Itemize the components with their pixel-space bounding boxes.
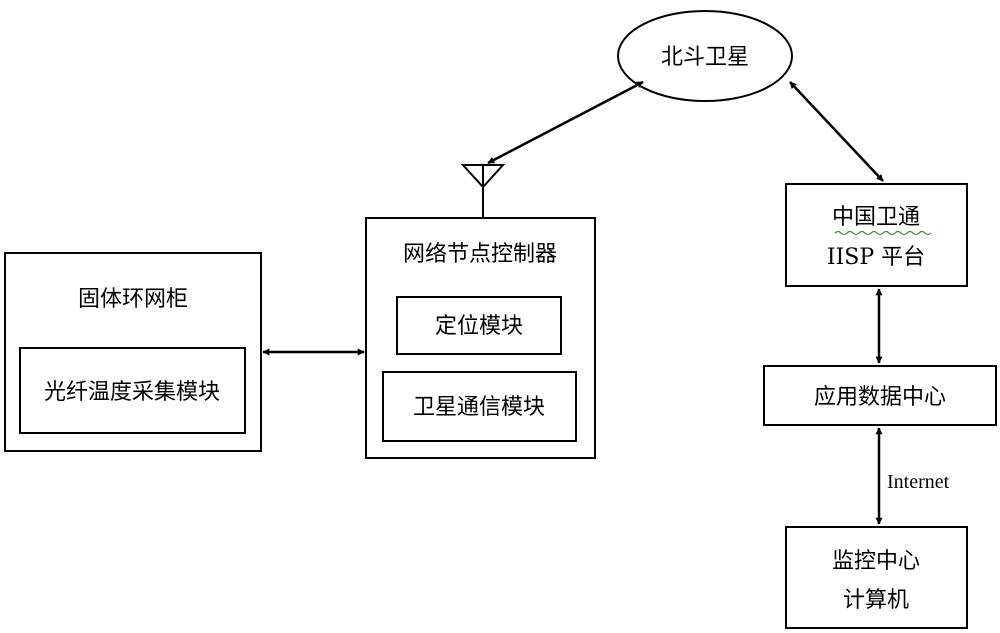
ring-cabinet-title: 固体环网柜	[78, 287, 188, 312]
arrow-beidou-platform	[789, 81, 884, 182]
beidou-ellipse	[617, 10, 793, 102]
controller-title: 网络节点控制器	[403, 242, 557, 267]
isp-platform-line1: 中国卫通	[832, 205, 920, 230]
monitor-node: 监控中心 计算机	[785, 526, 968, 629]
data-center-box	[763, 365, 997, 426]
data-center-label: 应用数据中心	[814, 385, 946, 410]
isp-platform-line2: IISP 平台	[827, 245, 925, 270]
monitor-box	[785, 526, 968, 629]
spellcheck-underline	[834, 230, 932, 236]
monitor-line2: 计算机	[843, 588, 909, 613]
beidou-label: 北斗卫星	[661, 45, 749, 70]
satcom-module-label: 卫星通信模块	[413, 395, 545, 420]
positioning-module-box	[396, 296, 562, 355]
isp-platform-node: 中国卫通 IISP 平台	[785, 183, 968, 287]
fiber-temp-module-label: 光纤温度采集模块	[44, 380, 220, 405]
antenna-icon	[460, 164, 506, 218]
monitor-line1: 监控中心	[832, 549, 920, 574]
controller-node: 网络节点控制器 定位模块 卫星通信模块	[365, 217, 596, 459]
data-center-node: 应用数据中心	[763, 365, 997, 426]
positioning-module-label: 定位模块	[435, 314, 523, 339]
fiber-temp-module-box	[19, 347, 246, 434]
ring-cabinet-node: 固体环网柜 光纤温度采集模块	[4, 252, 262, 452]
satcom-module-box	[382, 371, 577, 442]
beidou-satellite-node: 北斗卫星	[617, 10, 793, 102]
internet-label: Internet	[887, 471, 950, 493]
arrow-antenna-beidou	[487, 80, 644, 165]
isp-platform-box	[785, 183, 968, 287]
